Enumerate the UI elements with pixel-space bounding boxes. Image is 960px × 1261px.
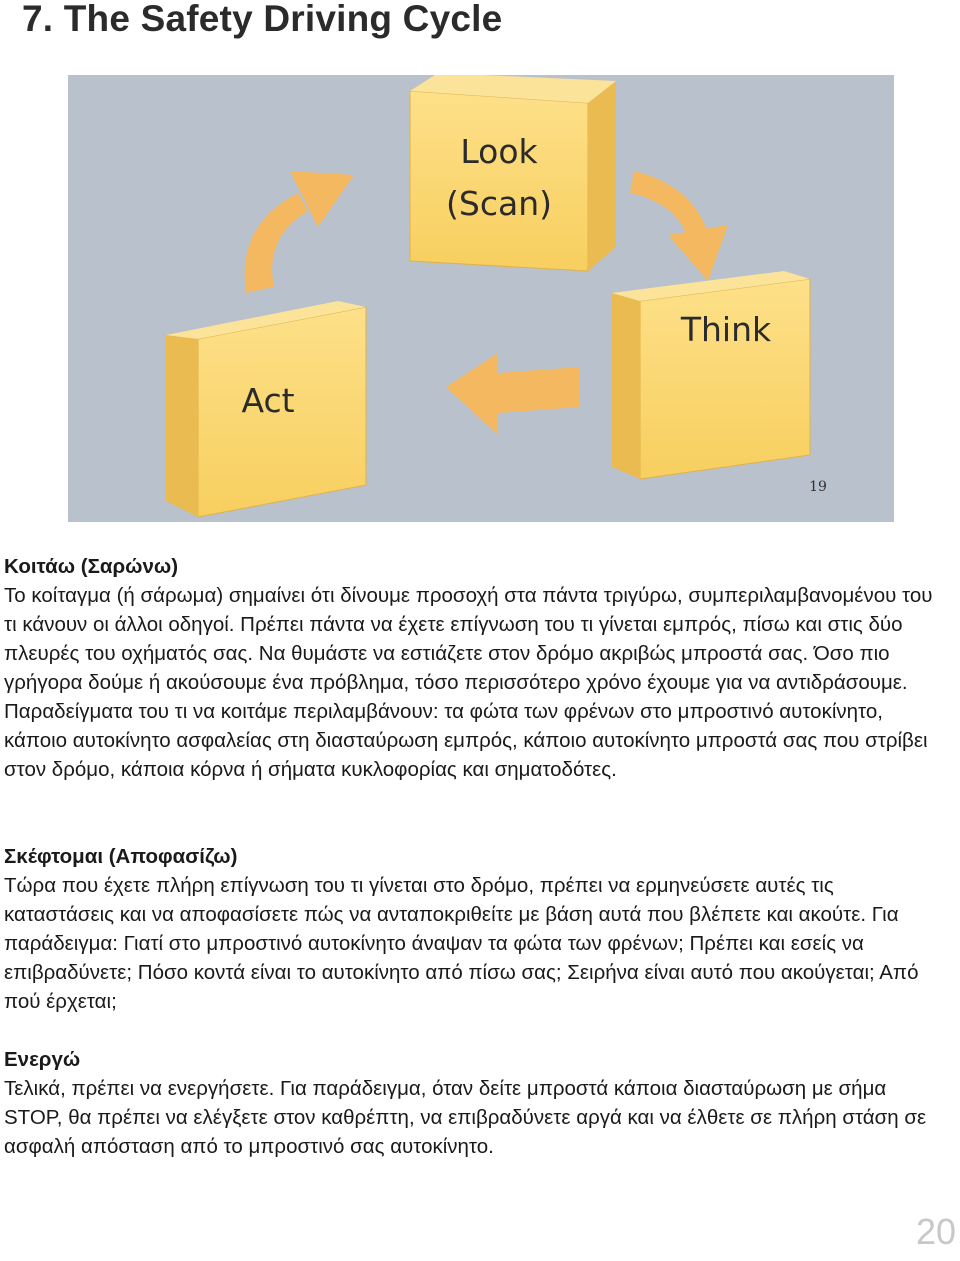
section-act-heading: Ενεργώ — [4, 1048, 81, 1071]
think-label: Think — [680, 310, 772, 349]
look-label: Look — [460, 132, 538, 171]
section-look-heading: Κοιτάω (Σαρώνω) — [4, 555, 179, 578]
section-act-body: Τελικά, πρέπει να ενεργήσετε. Για παράδε… — [4, 1077, 927, 1158]
arrow-look-to-think-icon — [630, 171, 728, 281]
arrow-act-to-look-icon — [244, 171, 354, 293]
section-look-body: Το κοίταγμα (ή σάρωμα) σημαίνει ότι δίνο… — [4, 584, 933, 781]
section-think: Σκέφτομαι (Αποφασίζω) Τώρα που έχετε πλή… — [4, 842, 944, 1016]
look-box: Look (Scan) — [409, 75, 616, 272]
page-title: 7. The Safety Driving Cycle — [22, 0, 503, 39]
safety-cycle-diagram: Look (Scan) Think Act — [166, 75, 827, 518]
section-think-heading: Σκέφτομαι (Αποφασίζω) — [4, 845, 238, 868]
section-act: Ενεργώ Τελικά, πρέπει να ενεργήσετε. Για… — [4, 1045, 944, 1161]
act-box: Act — [166, 301, 367, 518]
section-look: Κοιτάω (Σαρώνω) Το κοίταγμα (ή σάρωμα) σ… — [4, 552, 944, 784]
arrow-think-to-act-icon — [446, 353, 580, 435]
figure-number: 19 — [809, 479, 827, 495]
scan-label: (Scan) — [446, 184, 552, 223]
section-think-body: Τώρα που έχετε πλήρη επίγνωση του τι γίν… — [4, 874, 919, 1013]
safety-cycle-figure: Look (Scan) Think Act — [68, 75, 894, 522]
act-label: Act — [241, 381, 294, 420]
page-number: 20 — [915, 1211, 956, 1252]
think-box: Think — [612, 271, 811, 480]
